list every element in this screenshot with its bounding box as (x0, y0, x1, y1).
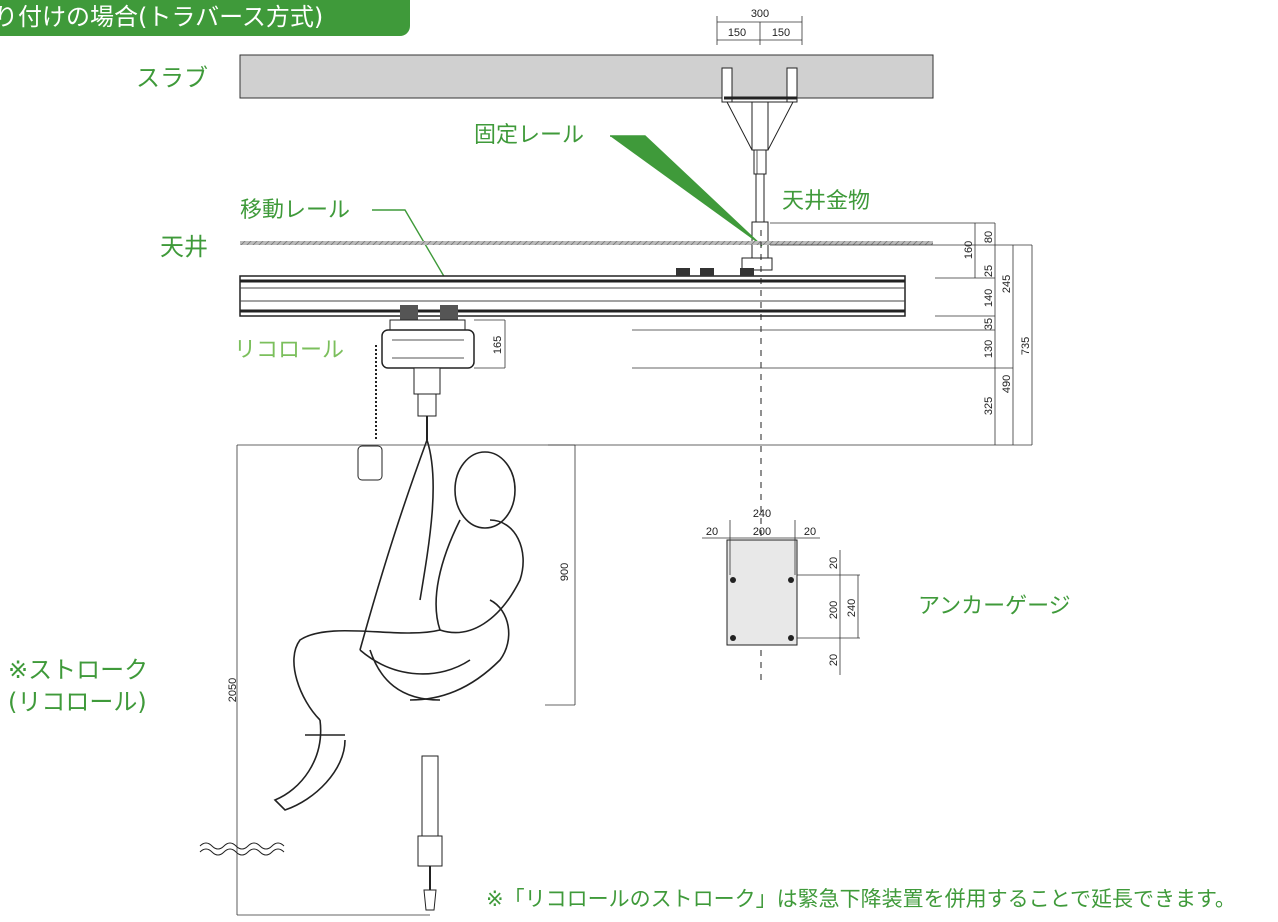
ricoroll-shape (357, 305, 475, 481)
dim-160: 160 (963, 241, 975, 259)
dim-325: 325 (983, 397, 995, 415)
dim-35: 35 (983, 318, 995, 330)
anchor-gauge-label: アンカーゲージ (918, 594, 1071, 619)
dim-80: 80 (983, 231, 995, 243)
moving-rail-label: 移動レール (240, 198, 350, 223)
dim-150-right: 150 (772, 27, 790, 39)
dim-490: 490 (1001, 375, 1013, 393)
section-header-tab: り付けの場合(トラバース方式) (0, 0, 410, 36)
dim-25: 25 (983, 265, 995, 277)
dim-anchor-v240: 240 (846, 599, 858, 617)
dim-anchor-240: 240 (753, 508, 771, 520)
slab-label: スラブ (136, 64, 208, 92)
moving-rail-leader (372, 209, 453, 291)
dim-140: 140 (983, 289, 995, 307)
dim-165-box: 165 (474, 319, 506, 369)
lowered-hook-shape (199, 755, 443, 911)
ceiling-bracket-label: 天井金物 (782, 189, 870, 214)
fixed-rail-label: 固定レール (474, 123, 584, 148)
fixed-rail-leader (610, 135, 763, 247)
dim-anchor-v20-bottom: 20 (828, 654, 840, 666)
top-dimension: 300 150 150 (716, 8, 803, 45)
dim-900: 900 (559, 563, 571, 581)
footnote: ※「リコロールのストローク」は緊急下降装置を併用することで延長できます。 (486, 887, 1236, 911)
dim-245: 245 (1001, 275, 1013, 293)
anchor-gauge-shape: 240 20 200 20 20 200 240 20 (702, 508, 860, 675)
right-dimensions: 80 160 25 245 140 35 735 130 490 325 (632, 222, 1033, 445)
dim-300: 300 (751, 8, 769, 20)
dim-735: 735 (1020, 337, 1032, 355)
dim-anchor-v200: 200 (828, 601, 840, 619)
dim-130: 130 (983, 340, 995, 358)
dim-anchor-v20-top: 20 (828, 557, 840, 569)
ceiling-line (240, 241, 933, 245)
dim-150-left: 150 (728, 27, 746, 39)
dim-anchor-20-right: 20 (804, 526, 816, 538)
dim-anchor-20-left: 20 (706, 526, 718, 538)
ceiling-label: 天井 (160, 233, 208, 261)
stroke-label-line1: ※ストローク (8, 656, 148, 684)
dim-165: 165 (492, 336, 504, 354)
ricoroll-label: リコロール (234, 338, 344, 363)
person-in-sling-shape (273, 439, 524, 811)
slab-shape (239, 54, 934, 99)
stroke-label-line2: (リコロール) (8, 688, 147, 716)
dim-anchor-200: 200 (753, 526, 771, 538)
ceiling-bracket-shape (721, 67, 798, 271)
dim-2050: 2050 (227, 678, 239, 702)
section-header-title: り付けの場合(トラバース方式) (0, 3, 324, 31)
moving-rail-shape (239, 268, 906, 317)
stroke-frame: 900 2050 (227, 444, 1032, 916)
